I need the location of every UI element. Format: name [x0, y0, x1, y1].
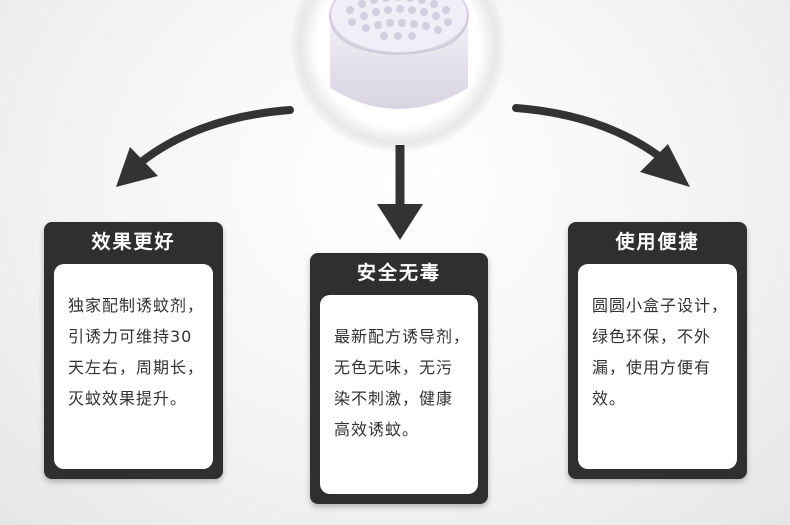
- product-image: [290, 0, 506, 153]
- card-title: 使用便捷: [615, 231, 700, 253]
- arrow-down-icon: [377, 145, 423, 240]
- arrow-left-icon: [116, 106, 294, 187]
- card-body: 圆圆小盒子设计， 绿色环保，不外 漏，使用方便有 效。: [578, 264, 737, 469]
- feature-card-safety: 安全无毒 最新配方诱导剂， 无色无味，无污 染不刺激，健康 高效诱蚊。: [310, 253, 488, 504]
- card-title: 安全无毒: [356, 262, 441, 284]
- card-body: 最新配方诱导剂， 无色无味，无污 染不刺激，健康 高效诱蚊。: [320, 295, 478, 494]
- card-description: 最新配方诱导剂， 无色无味，无污 染不刺激，健康 高效诱蚊。: [334, 327, 471, 439]
- arrow-right-icon: [512, 104, 690, 187]
- feature-card-effect: 效果更好 独家配制诱蚊剂， 引诱力可维持30 天左右，周期长， 灭蚊效果提升。: [44, 222, 223, 479]
- feature-card-convenience: 使用便捷 圆圆小盒子设计， 绿色环保，不外 漏，使用方便有 效。: [568, 222, 747, 479]
- perforation-holes: [346, 0, 452, 40]
- card-body: 独家配制诱蚊剂， 引诱力可维持30 天左右，周期长， 灭蚊效果提升。: [54, 264, 213, 469]
- card-description: 圆圆小盒子设计， 绿色环保，不外 漏，使用方便有 效。: [592, 296, 729, 408]
- card-description: 独家配制诱蚊剂， 引诱力可维持30 天左右，周期长， 灭蚊效果提升。: [68, 296, 205, 408]
- card-title: 效果更好: [91, 231, 176, 253]
